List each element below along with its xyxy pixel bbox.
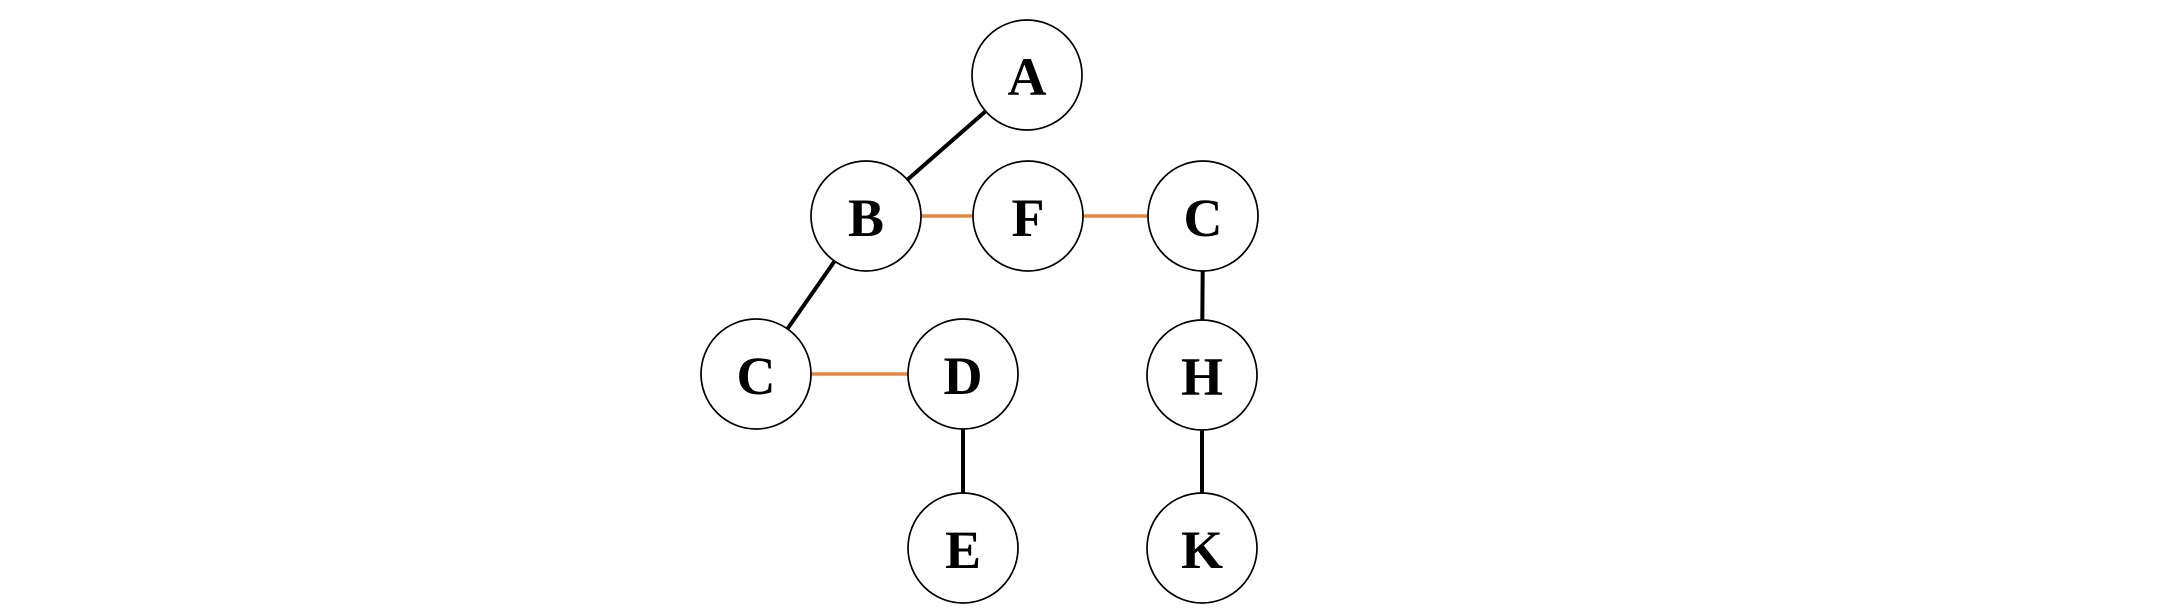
graph-node-E: E (907, 492, 1019, 604)
node-circle-B (810, 160, 922, 272)
node-label-C2: C (1184, 188, 1223, 248)
node-circle-C1 (700, 318, 812, 430)
node-label-F: F (1012, 188, 1045, 248)
node-circle-E (907, 492, 1019, 604)
graph-node-K: K (1146, 492, 1258, 604)
node-label-C1: C (737, 346, 776, 406)
node-label-D: D (944, 346, 983, 406)
node-circle-F (972, 160, 1084, 272)
graph-node-D: D (907, 318, 1019, 430)
graph-node-H: H (1146, 319, 1258, 431)
graph-node-C2: C (1147, 160, 1259, 272)
node-label-E: E (945, 520, 981, 580)
graph-node-A: A (971, 19, 1083, 131)
graph-node-B: B (810, 160, 922, 272)
node-circle-H (1146, 319, 1258, 431)
graph-edge-B-C1 (785, 259, 837, 331)
node-circle-D (907, 318, 1019, 430)
graph-node-C1: C (700, 318, 812, 430)
graph-node-F: F (972, 160, 1084, 272)
node-label-B: B (848, 188, 884, 248)
node-circle-A (971, 19, 1083, 131)
node-label-H: H (1181, 347, 1223, 407)
node-circle-C2 (1147, 160, 1259, 272)
node-circle-K (1146, 492, 1258, 604)
node-label-A: A (1008, 47, 1047, 107)
node-label-K: K (1181, 520, 1223, 580)
graph-edge-A-B (906, 109, 987, 182)
